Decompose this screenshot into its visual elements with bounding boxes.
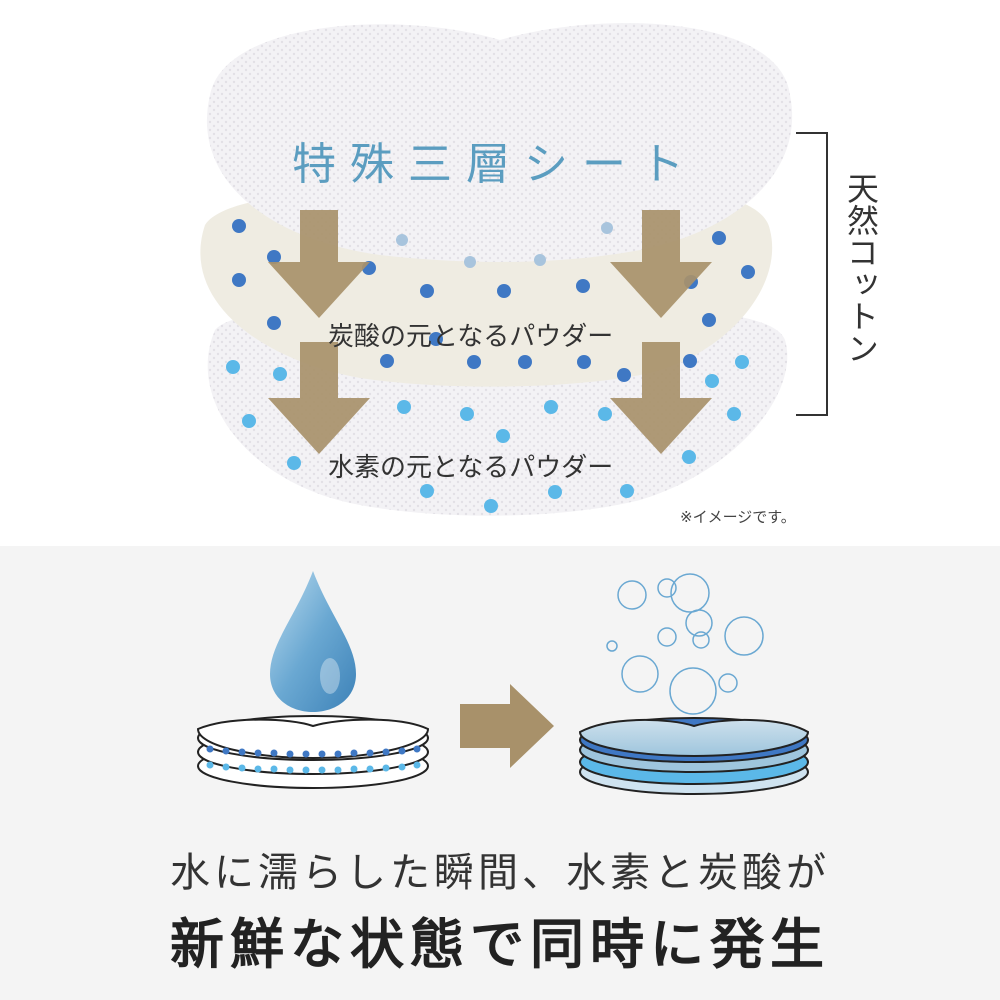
process-illustration (196, 571, 810, 795)
layer-illustration (200, 23, 793, 516)
sheet-title: 特殊三層シート (292, 139, 698, 190)
water-drop-icon (270, 571, 356, 712)
caption-line-2: 新鮮な状態で同時に発生 (170, 913, 830, 976)
image-note: ※イメージです。 (680, 508, 796, 526)
bubbles-icon (606, 573, 764, 715)
hydrogen-powder-dots (226, 355, 749, 513)
wet-pad-icon (578, 717, 810, 795)
hydrogen-powder-label: 水素の元となるパウダー (328, 453, 614, 483)
arrow-right-icon (460, 684, 554, 768)
process-panel (0, 546, 1000, 1000)
caption-line-1: 水に濡らした瞬間、水素と炭酸が (170, 850, 830, 896)
layer-diagram-panel: 特殊三層シート 炭酸の元となるパウダー 水素の元となるパウダー 天然コットン ※… (200, 23, 880, 526)
arrow-down-icon (268, 210, 712, 454)
dry-pad-icon (196, 715, 430, 789)
top-sheet-layer (206, 23, 793, 262)
carbonic-powder-label: 炭酸の元となるパウダー (328, 322, 614, 352)
cotton-bracket (796, 132, 828, 416)
natural-cotton-label: 天然コットン (842, 172, 880, 364)
